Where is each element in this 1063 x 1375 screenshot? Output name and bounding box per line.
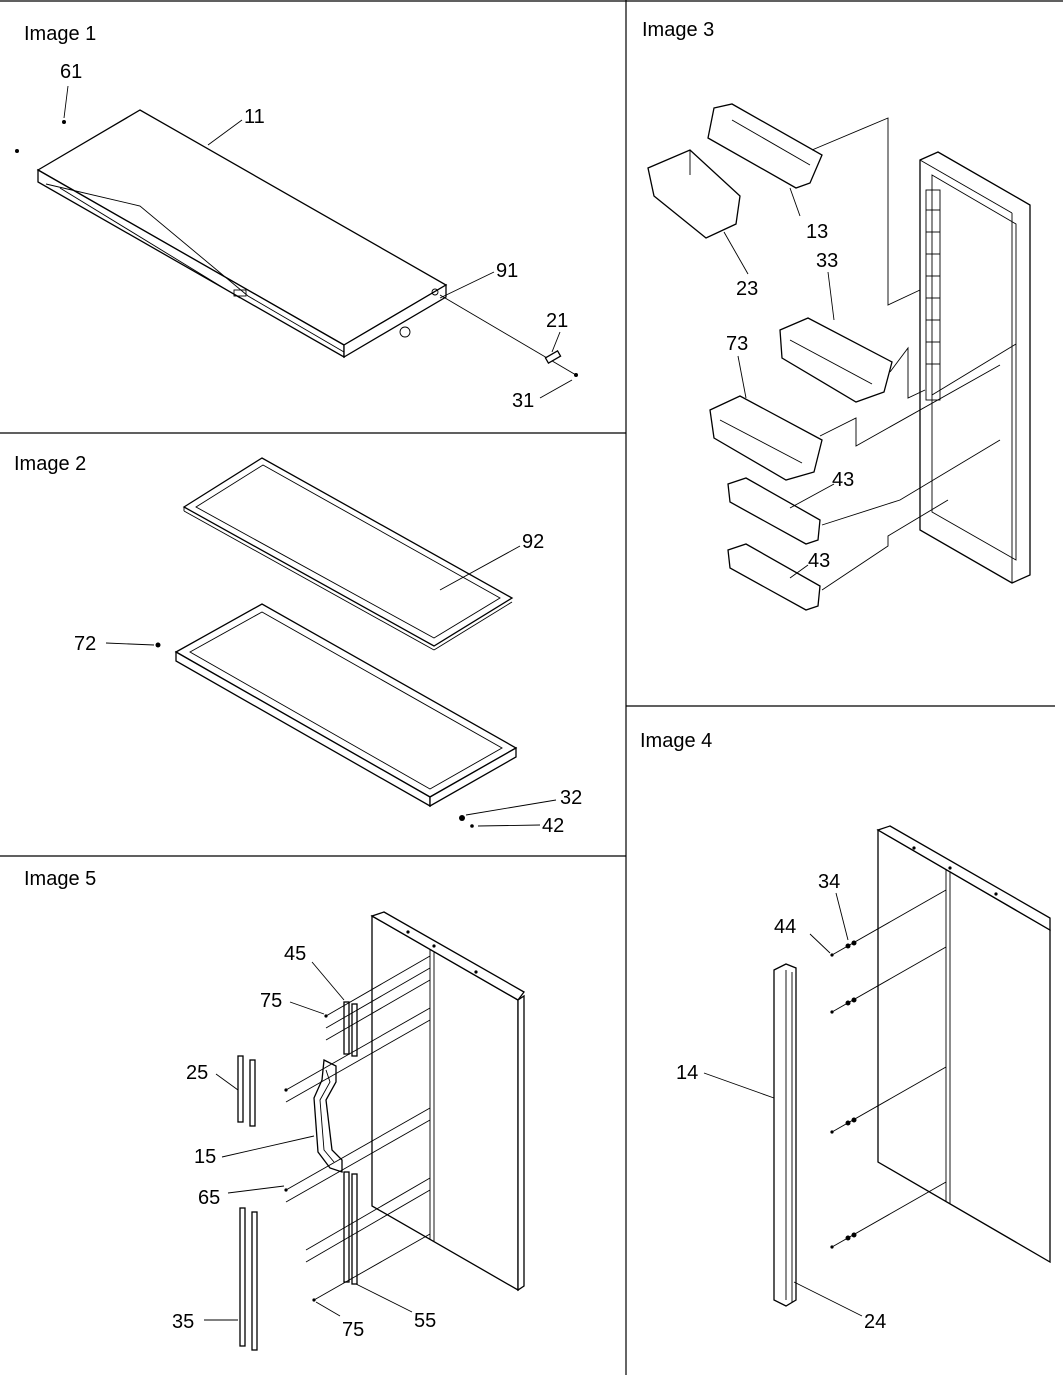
panel-image-4: Image 4 xyxy=(640,730,1051,1333)
callout-label: 92 xyxy=(522,531,544,553)
panel-title: Image 5 xyxy=(24,868,96,890)
shelf-assembly xyxy=(15,109,448,359)
panel-title: Image 1 xyxy=(24,23,96,45)
callout-label: 13 xyxy=(806,221,828,243)
callout-label: 44 xyxy=(774,916,796,938)
callout-label: 91 xyxy=(496,260,518,282)
callout-label: 14 xyxy=(676,1062,698,1084)
callout-label: 35 xyxy=(172,1311,194,1333)
callout-label: 24 xyxy=(864,1311,886,1333)
callout-label: 55 xyxy=(414,1310,436,1332)
fresh-food-door-panel xyxy=(370,911,525,1292)
handle-screw-hardware xyxy=(284,955,431,1302)
callout-label: 31 xyxy=(512,390,534,412)
glass-panel xyxy=(182,457,514,651)
callout-label: 72 xyxy=(74,633,96,655)
frame-clip-hardware xyxy=(155,642,474,828)
shelf-pin-hardware xyxy=(439,294,578,377)
door-shelf-upper xyxy=(727,477,821,545)
callout-label: 25 xyxy=(186,1062,208,1084)
callout-label: 42 xyxy=(542,815,564,837)
trim-screw-hardware xyxy=(830,889,947,1249)
refrigerator-door xyxy=(919,151,1031,584)
callout-label: 61 xyxy=(60,61,82,83)
door-bin-lower xyxy=(709,395,823,481)
panel-title: Image 4 xyxy=(640,730,712,752)
dairy-door xyxy=(647,149,741,239)
callout-label: 73 xyxy=(726,333,748,355)
panel-title: Image 2 xyxy=(14,453,86,475)
door-bin-upper xyxy=(779,317,893,403)
callout-label: 65 xyxy=(198,1187,220,1209)
callout-label: 43 xyxy=(808,550,830,572)
freezer-door-panel xyxy=(876,825,1051,1264)
callout-label: 45 xyxy=(284,943,306,965)
panel-title: Image 3 xyxy=(642,19,714,41)
callout-label: 11 xyxy=(244,106,265,128)
callout-label: 43 xyxy=(832,469,854,491)
callout-label: 32 xyxy=(560,787,582,809)
panel-image-3: Image 3 xyxy=(642,19,1031,611)
callout-label: 34 xyxy=(818,871,840,893)
door-shelf-lower xyxy=(727,543,821,611)
callout-label: 23 xyxy=(736,278,758,300)
dairy-bin xyxy=(707,103,823,189)
door-trim-rail xyxy=(773,963,797,1307)
callout-label: 33 xyxy=(816,250,838,272)
callout-label: 75 xyxy=(260,990,282,1012)
panel-image-5: Image 5 xyxy=(24,868,525,1351)
handle-trim-strips xyxy=(237,1001,358,1351)
door-handle xyxy=(313,1058,343,1173)
callout-label: 75 xyxy=(342,1319,364,1341)
shelf-frame xyxy=(174,603,518,808)
panel-image-1: Image 1 61 11 91 21 31 xyxy=(15,23,578,412)
panel-image-2: Image 2 92 72 32 42 xyxy=(14,453,582,837)
callout-label: 15 xyxy=(194,1146,216,1168)
callout-label: 21 xyxy=(546,310,568,332)
